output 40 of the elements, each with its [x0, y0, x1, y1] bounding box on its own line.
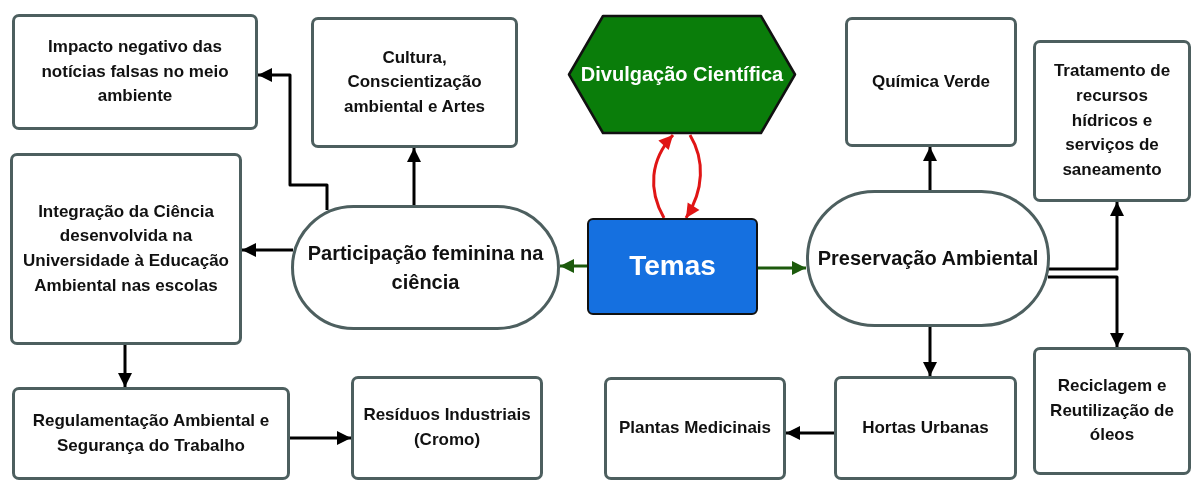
topic-box — [834, 376, 1017, 480]
topic-box — [311, 17, 518, 148]
arrow — [560, 259, 587, 273]
arrow — [652, 134, 675, 219]
arrow — [1049, 202, 1124, 271]
node-text: Impacto negativo das notícias falsas no meio ambiente — [40, 36, 230, 108]
node-text: Participação feminina na ciência — [306, 240, 545, 295]
topic-box — [351, 376, 543, 480]
topic-box — [12, 387, 290, 480]
topic-box — [12, 14, 258, 130]
node-text: Regulamentação Ambiental e Segurança do Trabalho — [31, 409, 271, 457]
arrow — [923, 147, 937, 190]
node-text: Integração da Ciência desenvolvida na Universidade à Educação Ambiental nas escolas — [22, 200, 230, 297]
node-text: Divulgação Científica — [580, 62, 784, 87]
node-text: Hortas Urbanas — [862, 416, 989, 439]
node-text: Plantas Medicinais — [618, 417, 772, 440]
topic-box — [10, 153, 242, 345]
topic-box — [1033, 347, 1191, 475]
central-topic-box — [587, 218, 758, 315]
topic-box — [845, 17, 1017, 147]
node-text: Tratamento de recursos hídricos e serviços de saneamento — [1052, 60, 1172, 181]
arrow — [118, 345, 132, 387]
node-text: Química Verde — [871, 70, 991, 93]
node-text: Reciclagem e Reutilização de óleos — [1049, 375, 1175, 447]
arrow — [684, 134, 702, 219]
topic-box — [1033, 40, 1191, 202]
node-text: Resíduos Industriais (Cromo) — [362, 404, 532, 451]
arrow — [258, 68, 329, 210]
arrow — [1048, 275, 1124, 347]
node-text: Cultura, Conscientização ambiental e Artes — [342, 46, 487, 118]
hexagon-box — [567, 14, 797, 135]
arrow — [786, 426, 834, 440]
topic-box — [604, 377, 786, 480]
arrow — [407, 148, 421, 205]
arrow — [242, 243, 293, 257]
node-text: Temas — [629, 249, 716, 284]
arrow — [758, 261, 806, 275]
node-text: Preservação Ambiental — [817, 246, 1039, 271]
arrow — [290, 431, 351, 445]
arrow — [923, 327, 937, 376]
